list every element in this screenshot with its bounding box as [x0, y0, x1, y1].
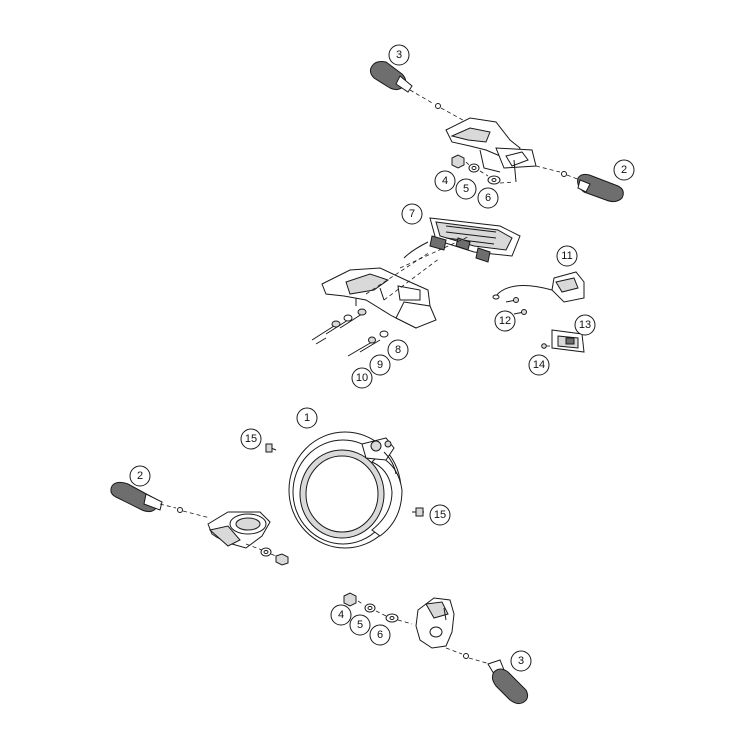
front-signal-bracket[interactable] — [207, 511, 271, 549]
callout-6-upper: 6 — [477, 187, 499, 209]
front-turn-signal-right[interactable] — [445, 647, 529, 705]
callout-5-lower: 5 — [349, 614, 371, 636]
svg-text:1: 1 — [304, 412, 310, 424]
svg-text:5: 5 — [357, 619, 363, 631]
callout-3-rear: 3 — [388, 44, 410, 66]
svg-text:5: 5 — [463, 183, 469, 195]
callout-5-upper: 5 — [455, 178, 477, 200]
license-plate-bracket[interactable] — [321, 235, 471, 329]
nut-washer-set-upper[interactable] — [451, 154, 515, 185]
callout-4-upper: 4 — [434, 170, 456, 192]
svg-text:3: 3 — [518, 655, 524, 667]
svg-text:8: 8 — [395, 344, 401, 356]
svg-text:15: 15 — [434, 509, 446, 521]
callout-6-lower: 6 — [369, 624, 391, 646]
license-plate-light[interactable] — [492, 271, 585, 303]
svg-text:4: 4 — [442, 175, 448, 187]
callout-13: 13 — [574, 314, 596, 336]
front-turn-signal-left[interactable] — [110, 481, 211, 519]
tail-light-unit[interactable] — [403, 217, 521, 263]
callout-9: 9 — [369, 354, 391, 376]
callout-8: 8 — [387, 339, 409, 361]
callout-11: 11 — [556, 245, 578, 267]
svg-text:6: 6 — [377, 629, 383, 641]
svg-text:3: 3 — [396, 49, 402, 61]
svg-text:2: 2 — [621, 164, 627, 176]
front-signal-bracket-right[interactable] — [415, 597, 455, 649]
callout-10: 10 — [351, 367, 373, 389]
svg-text:14: 14 — [533, 359, 545, 371]
headlight-assembly[interactable] — [288, 431, 403, 549]
rear-turn-signal-left[interactable] — [369, 61, 471, 125]
callout-15-left: 15 — [240, 428, 262, 450]
plate-bracket-bolts[interactable] — [311, 308, 389, 357]
svg-text:10: 10 — [356, 372, 368, 384]
callout-12: 12 — [494, 310, 516, 332]
callout-2-rear: 2 — [613, 159, 635, 181]
callout-4-lower: 4 — [330, 604, 352, 626]
front-nut-washer-set[interactable] — [245, 543, 289, 566]
rear-turn-signal-right[interactable] — [535, 165, 624, 203]
svg-text:15: 15 — [245, 433, 257, 445]
svg-text:9: 9 — [377, 359, 383, 371]
plate-light-screws[interactable] — [505, 297, 527, 315]
svg-text:2: 2 — [137, 470, 143, 482]
svg-text:7: 7 — [409, 208, 415, 220]
svg-text:13: 13 — [579, 319, 591, 331]
nut-washer-set-lower[interactable] — [343, 592, 413, 625]
callout-3-front: 3 — [510, 650, 532, 672]
callout-2-front: 2 — [129, 465, 151, 487]
plate-light-cover[interactable] — [541, 329, 585, 353]
svg-text:12: 12 — [499, 315, 511, 327]
callout-1: 1 — [296, 407, 318, 429]
callout-14: 14 — [528, 354, 550, 376]
callout-15-right: 15 — [429, 504, 451, 526]
headlight-bolts[interactable] — [265, 443, 424, 517]
tail-bracket-upper[interactable] — [445, 117, 537, 183]
svg-text:6: 6 — [485, 192, 491, 204]
callout-7: 7 — [401, 203, 423, 225]
svg-text:4: 4 — [338, 609, 344, 621]
svg-text:11: 11 — [561, 250, 572, 262]
